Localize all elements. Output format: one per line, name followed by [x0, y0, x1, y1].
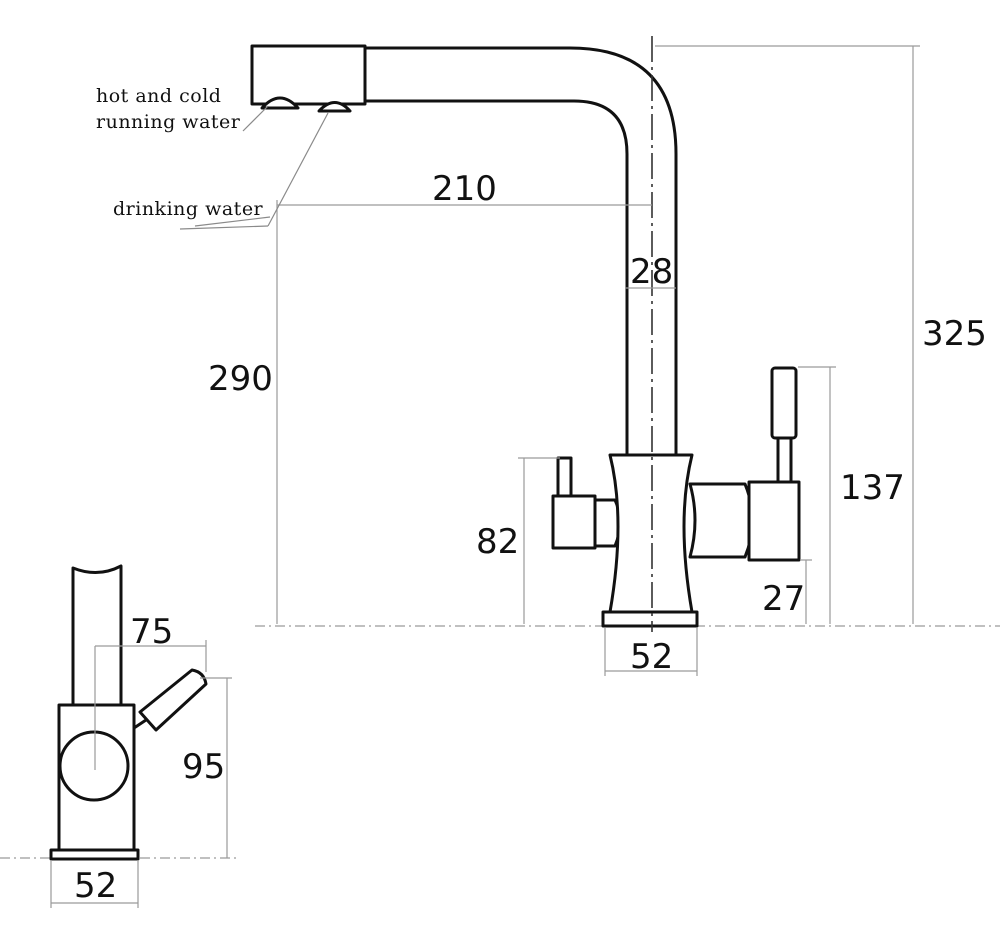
left-handle-cap — [551, 494, 597, 550]
front-dimensions — [276, 45, 920, 676]
right-lever-grip — [770, 366, 798, 440]
left-lever-stem — [556, 456, 573, 500]
central-body — [608, 453, 694, 614]
side-view — [49, 564, 208, 861]
dim-value-290: 290 — [208, 359, 273, 399]
dim-value-27: 27 — [762, 579, 805, 619]
side-base-plate — [49, 848, 140, 861]
front-view — [250, 36, 801, 632]
base-plate — [601, 610, 699, 628]
label-drinking-water: drinking water — [113, 198, 264, 220]
spout-pipe — [362, 46, 678, 457]
side-lever-grip — [138, 668, 208, 732]
dim-value-52-front: 52 — [630, 637, 673, 677]
right-lever-stem — [776, 434, 793, 484]
annotation-leaders — [179, 105, 329, 230]
dim-value-75: 75 — [130, 612, 173, 652]
side-spout — [71, 564, 123, 708]
drinking-outlet — [317, 101, 352, 113]
dim-value-28: 28 — [630, 252, 673, 292]
dim-value-210: 210 — [432, 169, 497, 209]
label-hot-cold-line2: running water — [96, 111, 241, 133]
dim-value-325: 325 — [922, 314, 987, 354]
hot-cold-outlet — [260, 96, 300, 110]
dim-value-95: 95 — [182, 747, 225, 787]
dim-value-82: 82 — [476, 522, 519, 562]
label-hot-cold-line1: hot and cold — [96, 85, 221, 107]
side-cartridge — [58, 730, 130, 802]
side-dimensions — [50, 640, 232, 908]
spout-head — [250, 44, 367, 106]
dim-value-52-side: 52 — [74, 866, 117, 906]
dim-value-137: 137 — [840, 468, 905, 508]
right-handle-cap — [747, 480, 801, 562]
right-handle-body — [688, 482, 754, 559]
